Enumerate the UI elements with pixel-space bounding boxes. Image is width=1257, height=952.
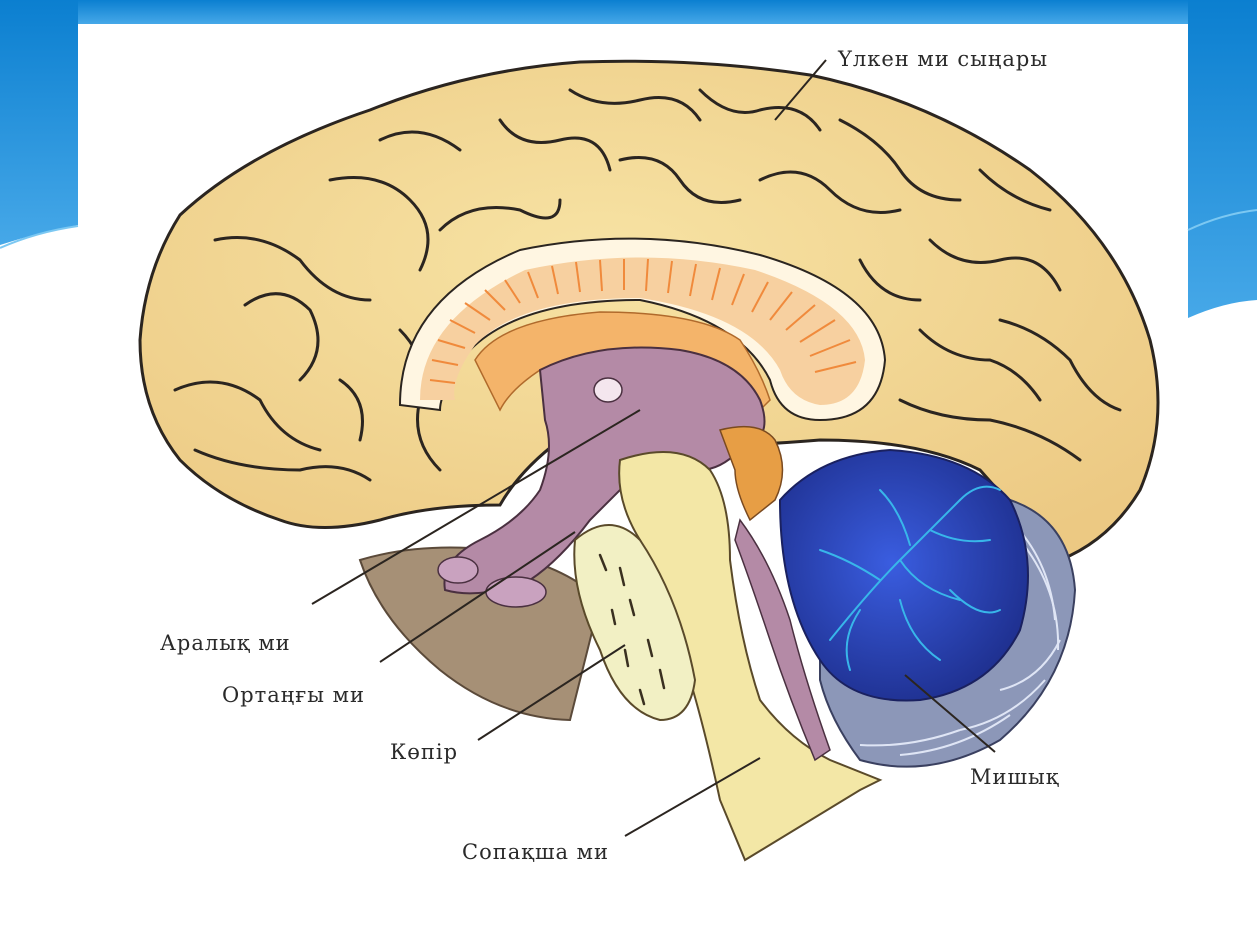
label-midbrain: Ортаңғы ми (222, 683, 365, 707)
label-medulla: Сопақша ми (462, 840, 609, 864)
label-pons: Көпір (390, 740, 458, 764)
label-diencephalon: Аралық ми (160, 631, 291, 655)
label-cerebellum: Мишық (970, 765, 1059, 789)
pineal-body (594, 378, 622, 402)
mammillary-body (486, 577, 546, 607)
pituitary-gland (438, 557, 478, 583)
tectum (720, 427, 783, 520)
label-cerebrum: Үлкен ми сыңары (838, 47, 1048, 71)
